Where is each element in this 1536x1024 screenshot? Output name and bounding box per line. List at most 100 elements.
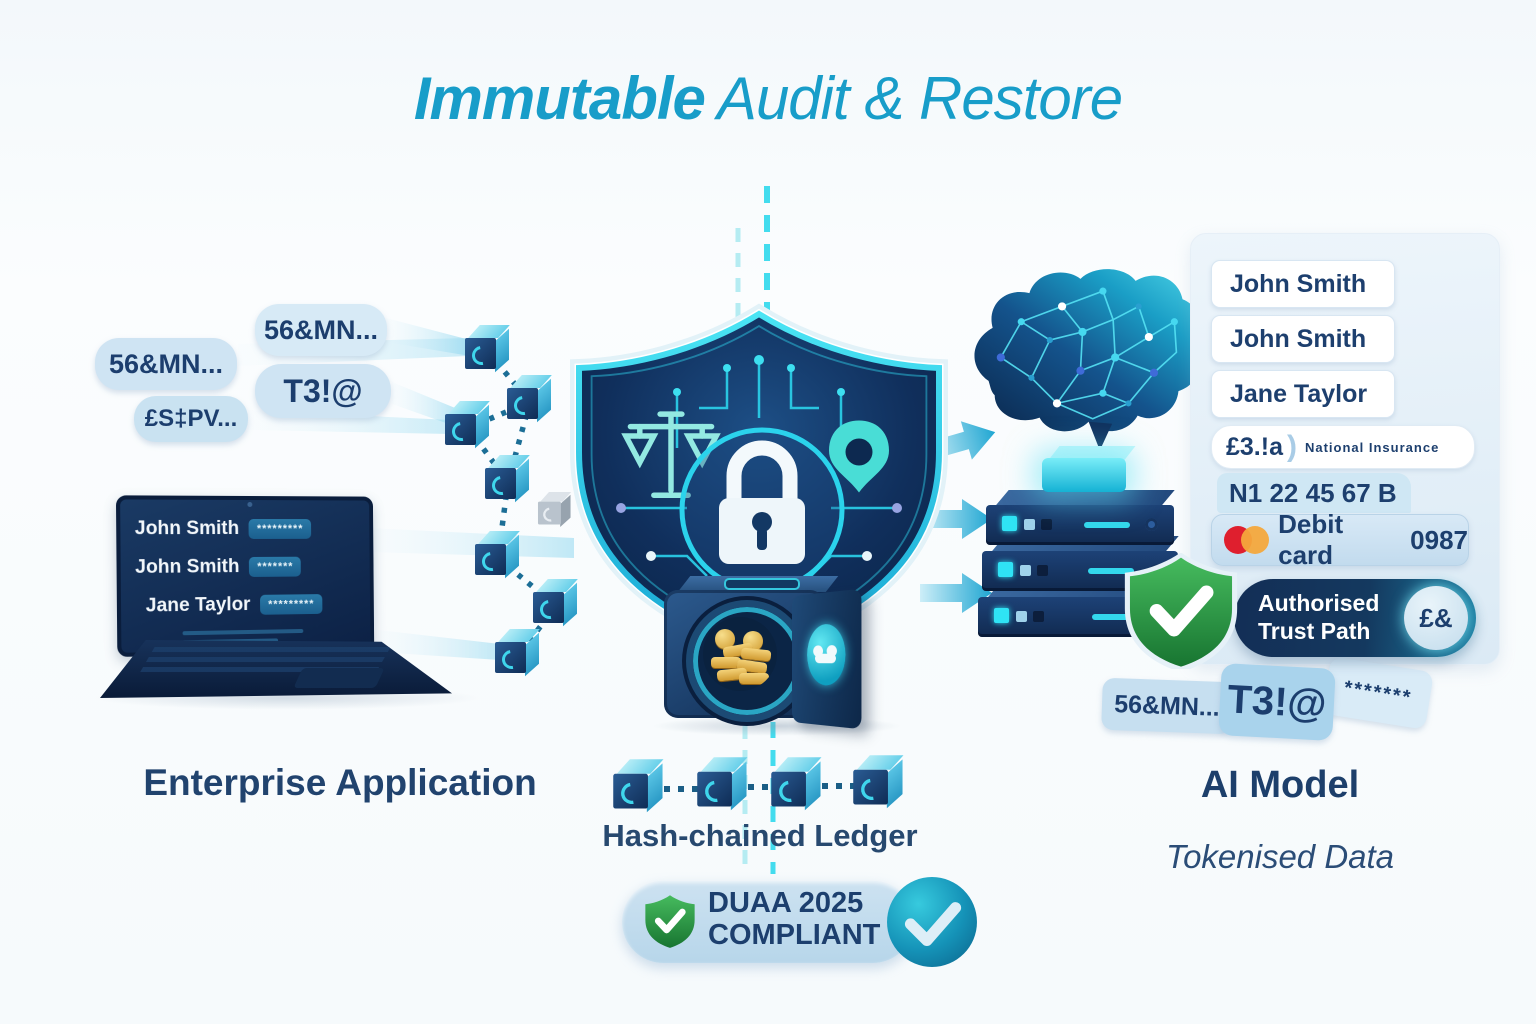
brain-stem <box>1088 421 1113 451</box>
server-led-icon <box>994 608 1009 623</box>
hash-glyph <box>468 342 495 369</box>
server-led-icon <box>1033 611 1044 622</box>
check-icon <box>654 908 686 934</box>
ni-label: National Insurance <box>1304 439 1440 455</box>
hash-block-icon <box>475 531 521 579</box>
cube-front <box>771 771 806 807</box>
check-icon <box>904 902 962 947</box>
name-card: Jane Taylor <box>1211 370 1395 418</box>
laptop-icon: John Smith ********* John Smith ******* … <box>92 488 482 713</box>
ledger-block-icon <box>613 759 665 813</box>
hash-glyph <box>616 778 647 809</box>
hash-block-icon <box>465 325 511 373</box>
neural-nodes <box>996 287 1178 408</box>
cube-front <box>533 592 564 623</box>
ledger-block-icon <box>697 757 749 811</box>
server-vent <box>1088 568 1134 574</box>
trust-line2: Trust Path <box>1258 618 1371 644</box>
vault-door <box>792 588 862 730</box>
glow-module-icon <box>1042 446 1138 496</box>
emblem-bar <box>814 653 836 664</box>
server-led-icon <box>1020 565 1031 576</box>
trackpad <box>293 668 385 688</box>
pin-icon <box>829 420 889 493</box>
hash-glyph <box>498 646 525 673</box>
ai-model-label: AI Model <box>1200 764 1360 806</box>
server-front <box>986 505 1174 545</box>
hash-block-icon <box>495 629 541 677</box>
mastercard-orange-circle <box>1241 526 1269 554</box>
gold-coin-icon <box>715 629 735 649</box>
server-led-icon <box>1041 519 1052 530</box>
cube-front <box>507 388 538 419</box>
server-vent <box>1092 614 1138 620</box>
name-card: John Smith <box>1211 260 1395 308</box>
hash-block-icon <box>507 375 553 423</box>
token-chip: £S‡PV... <box>134 396 248 442</box>
cube-front <box>697 771 732 807</box>
cube-front <box>475 544 506 575</box>
ledger-block-icon <box>771 757 823 811</box>
server-led-icon <box>1024 519 1035 530</box>
gray-block-icon <box>537 491 572 527</box>
national-insurance-pill: £3.!a ) National Insurance <box>1211 425 1475 469</box>
ai-brain-icon <box>974 269 1203 451</box>
brain-blob <box>974 269 1203 432</box>
check-circle-icon <box>887 877 977 967</box>
ni-token: £3.!a <box>1226 432 1283 461</box>
pii-mask: ********* <box>260 594 323 615</box>
badge-text: DUAA 2025 COMPLIANT <box>708 887 880 952</box>
token-chip: 56&MN... <box>1101 677 1233 735</box>
token-chip: 56&MN... <box>95 338 237 390</box>
webcam-dot-icon <box>247 501 253 508</box>
check-icon <box>1149 585 1214 637</box>
mastercard-icon <box>1224 526 1269 554</box>
server-led-icon <box>998 562 1013 577</box>
cube-front <box>495 642 526 673</box>
glow-front <box>1042 458 1126 492</box>
hash-chained-ledger-label: Hash-chained Ledger <box>602 818 918 853</box>
cube-front <box>613 773 648 809</box>
gold-bar-icon <box>711 657 741 668</box>
title-word-immutable: Immutable <box>413 65 706 132</box>
server-led-icon <box>1002 516 1017 531</box>
vault-opening <box>703 617 777 691</box>
pii-mask: ******* <box>249 556 302 577</box>
vault-door-ring <box>686 600 808 722</box>
name-card: John Smith <box>1211 315 1395 363</box>
server-knob <box>1145 518 1158 531</box>
gold-bar-icon <box>739 673 769 684</box>
enterprise-application-label: Enterprise Application <box>143 762 537 803</box>
cube-front <box>465 338 496 369</box>
hash-glyph <box>774 776 805 807</box>
hash-glyph <box>700 776 731 807</box>
vault-icon <box>652 576 902 736</box>
hash-glyph <box>448 418 475 445</box>
laptop-screen: John Smith ********* John Smith ******* … <box>115 495 375 657</box>
pii-row: Jane Taylor ********* <box>146 593 323 618</box>
pii-row: John Smith ********* <box>135 518 312 540</box>
pii-mask: ********* <box>248 518 312 539</box>
token-chip: T3!@ <box>1218 663 1336 741</box>
token-beams <box>238 318 574 660</box>
swoosh-icon: ) <box>1286 430 1297 463</box>
server-vent <box>1084 522 1130 528</box>
laptop-base <box>100 640 452 698</box>
title-rest: Audit & Restore <box>716 65 1123 132</box>
vault-door-emblem <box>807 623 846 687</box>
lock-icon <box>679 427 845 593</box>
ledger-block-icon <box>853 755 905 809</box>
debit-card-pill: Debit card 0987 <box>1211 509 1469 570</box>
debit-card-number: 0987 <box>1410 524 1468 555</box>
ni-number-tab: N1 22 45 67 B <box>1217 473 1411 513</box>
verified-shield-icon <box>645 895 695 948</box>
trust-path-badge: Authorised Trust Path £& <box>1234 579 1476 657</box>
cube-front <box>485 468 516 499</box>
trust-line1: Authorised <box>1258 590 1380 617</box>
hash-glyph <box>856 774 887 805</box>
debit-card-label: Debit card <box>1278 509 1344 570</box>
server-unit <box>986 490 1175 548</box>
circle-body <box>887 877 977 967</box>
